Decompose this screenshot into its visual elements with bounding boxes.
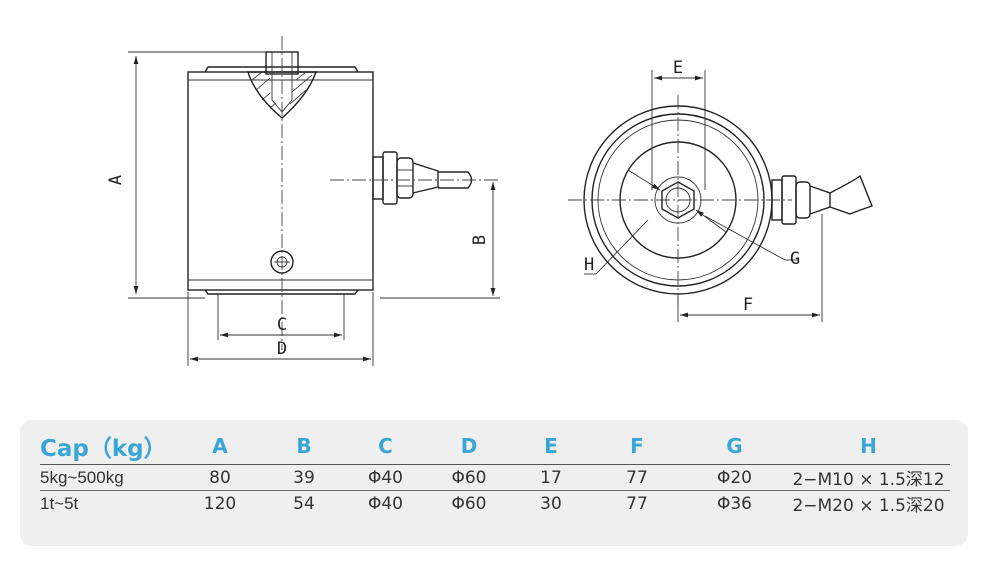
header-cap: Cap（kg） (40, 428, 175, 465)
cell-a: 120 (203, 493, 237, 514)
label-h: H (584, 255, 594, 275)
header-g: G (682, 428, 787, 465)
dimension-e: E (651, 58, 706, 190)
top-view (568, 95, 873, 305)
label-e: E (673, 58, 683, 78)
cell-h: 2−M10 × 1.5深12 (787, 464, 950, 491)
cell-b: 54 (293, 493, 315, 514)
label-d: D (277, 339, 287, 359)
cell-model: 1t~5t (40, 493, 79, 513)
header-a: A (175, 428, 265, 465)
header-h: H (787, 428, 950, 465)
dimension-d: D (187, 292, 374, 366)
table-row: 1t~5t 120 54 Φ40 Φ60 30 77 Φ36 2−M20 × 1… (40, 491, 950, 517)
table-header-row: Cap（kg） A B C D E F G H (40, 428, 950, 465)
table-row: 5kg~500kg 80 39 Φ40 Φ60 17 77 Φ20 2−M10 … (40, 464, 950, 491)
cell-e: 17 (510, 464, 592, 491)
cell-g: Φ20 (682, 464, 787, 491)
label-f: F (743, 295, 753, 315)
cell-c: Φ40 (343, 464, 428, 491)
front-view (187, 36, 500, 350)
label-b: B (470, 235, 490, 245)
cell-e: 30 (540, 493, 562, 514)
dimension-a: A (106, 51, 266, 299)
dimension-b: B (380, 182, 500, 299)
header-f: F (592, 428, 682, 465)
cell-f: 77 (626, 493, 648, 514)
cell-h: 2−M20 × 1.5深20 (792, 496, 945, 516)
cell-f: 77 (592, 464, 682, 491)
header-c: C (343, 428, 428, 465)
dimension-c: C (217, 294, 345, 340)
label-c: C (277, 315, 287, 335)
label-g: G (790, 249, 800, 269)
cell-d: Φ60 (428, 464, 510, 491)
spec-table-panel: Cap（kg） A B C D E F G H 5kg~500kg 80 39 … (20, 420, 968, 546)
cell-c: Φ40 (367, 493, 403, 514)
cell-b: 39 (265, 464, 343, 491)
header-b: B (265, 428, 343, 465)
header-d: D (428, 428, 510, 465)
load-cell-drawing: A B C D (106, 36, 873, 366)
cell-d: Φ60 (451, 493, 487, 514)
spec-table: Cap（kg） A B C D E F G H 5kg~500kg 80 39 … (40, 428, 950, 516)
cell-a: 80 (175, 464, 265, 491)
label-a: A (106, 175, 126, 185)
dimension-f: F (677, 214, 823, 322)
cell-g: Φ36 (716, 493, 752, 514)
cell-model: 5kg~500kg (40, 464, 175, 491)
header-e: E (510, 428, 592, 465)
